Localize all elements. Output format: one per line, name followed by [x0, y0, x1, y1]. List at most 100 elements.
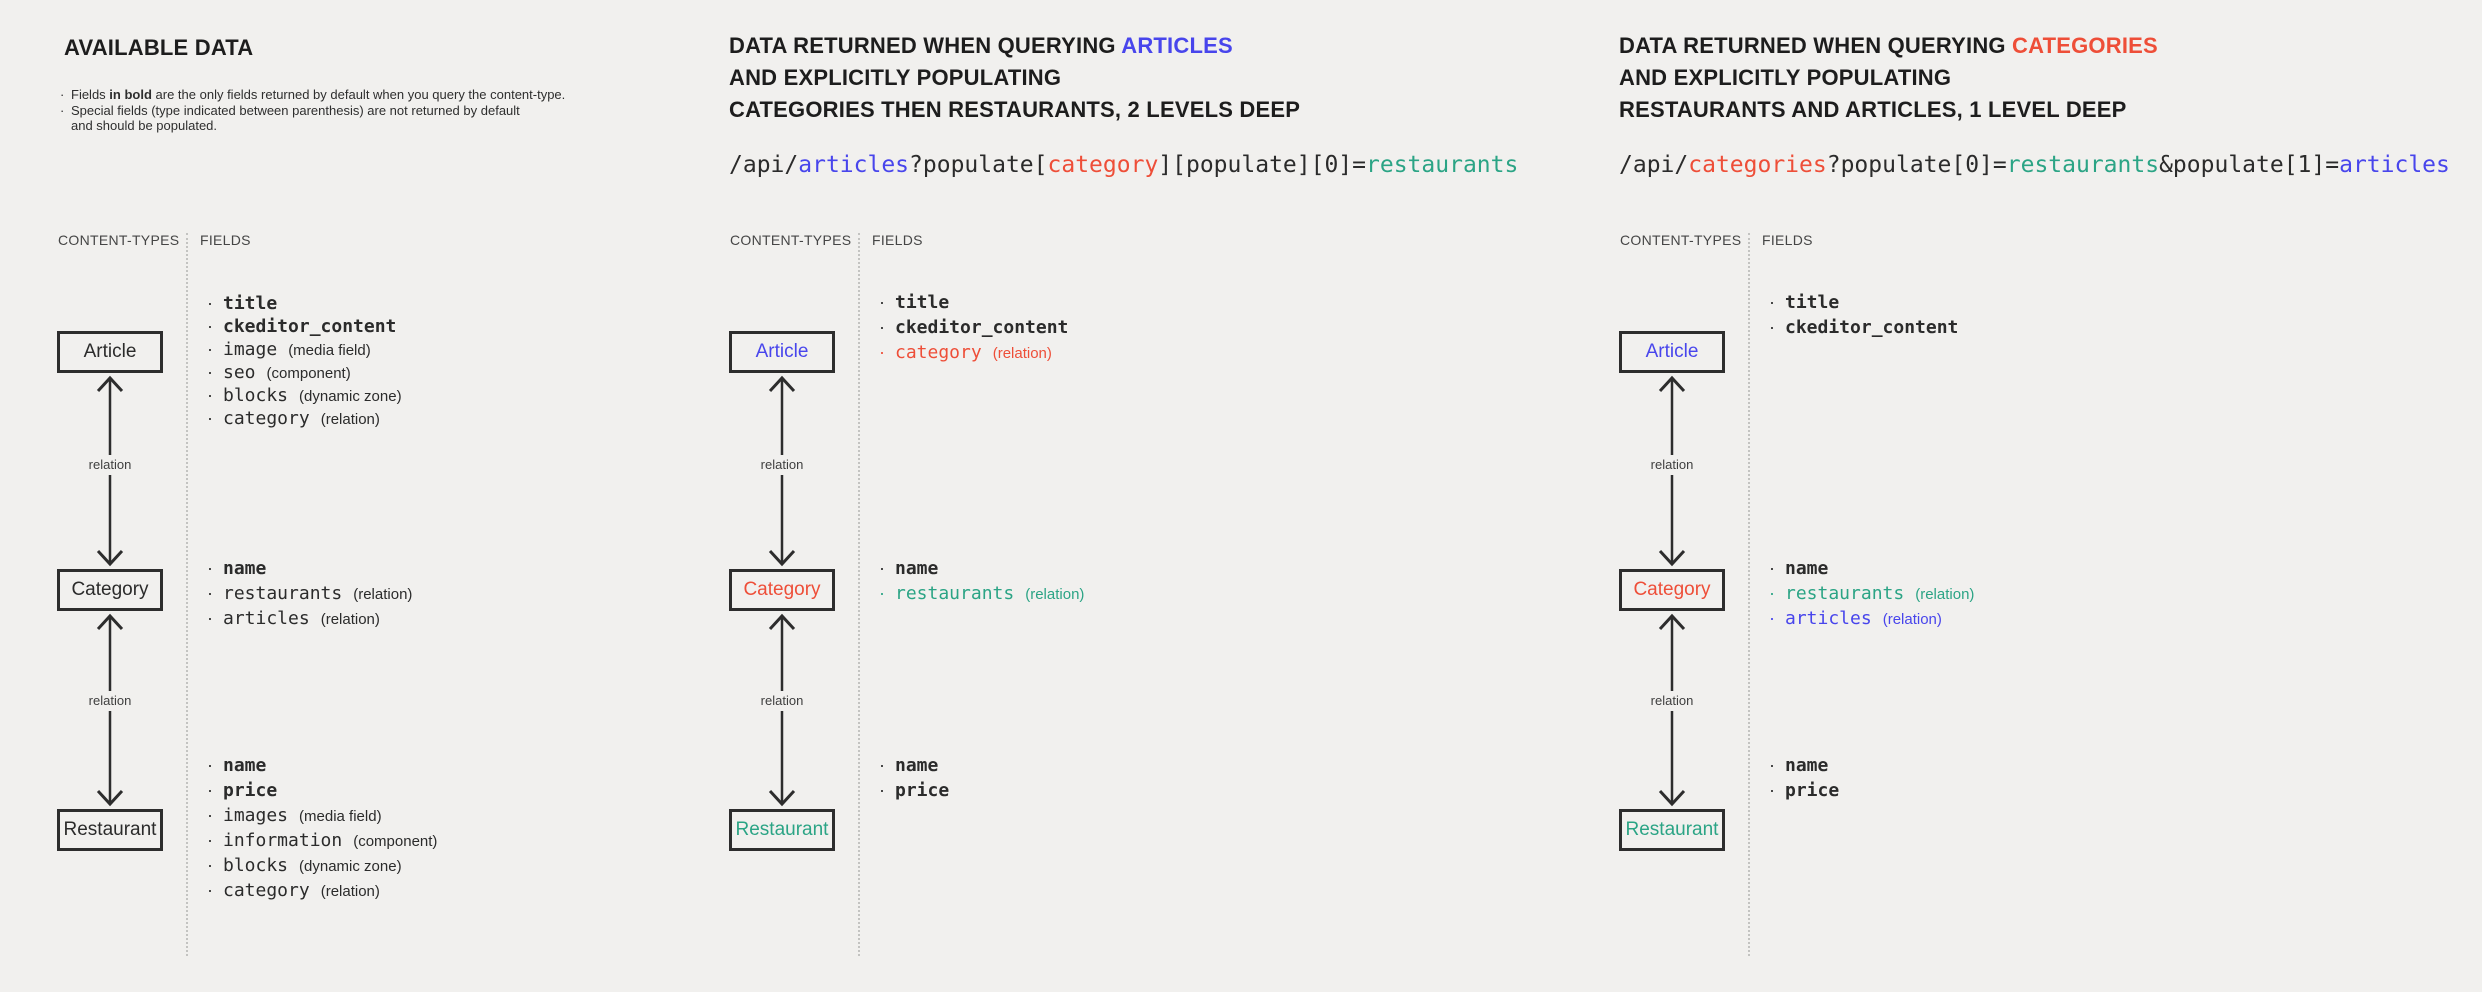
relation-label: relation	[755, 455, 809, 475]
panel-available-data: AVAILABLE DATA Fields in bold are the on…	[0, 0, 920, 992]
note-text: Special fields (type indicated between p…	[71, 103, 520, 134]
field-name: name	[223, 755, 267, 776]
code-segment: /api/	[729, 152, 799, 178]
panel-title: AVAILABLE DATA	[64, 32, 253, 64]
field-name: information	[223, 830, 343, 851]
code-segment: articles	[798, 152, 910, 178]
note-text-part: and should be populated.	[71, 118, 218, 133]
panel-title-line: DATA RETURNED WHEN QUERYING CATEGORIES	[1619, 30, 2158, 62]
field-row: name	[879, 753, 949, 778]
field-row: image(media field)	[207, 338, 402, 361]
bullet-icon	[207, 828, 223, 853]
bullet-icon	[207, 556, 223, 581]
api-query-code: /api/articles?populate[category][populat…	[729, 152, 1518, 178]
code-segment: ?populate[0]=	[1826, 152, 2007, 178]
field-row: title	[879, 290, 1068, 315]
bullet-icon	[1769, 778, 1785, 803]
panel-title: DATA RETURNED WHEN QUERYING ARTICLES AND…	[729, 30, 1300, 126]
bullet-icon	[879, 315, 895, 340]
field-name: price	[895, 780, 950, 801]
field-name: name	[1785, 558, 1829, 579]
code-segment: restaurants	[2006, 152, 2160, 178]
field-row: information (component)	[207, 828, 437, 853]
field-row: name	[1769, 753, 1839, 778]
relation-label: relation	[1645, 455, 1699, 475]
category-fields-list: name restaurants(relation)	[879, 556, 1084, 606]
field-name: ckeditor_content	[223, 316, 397, 337]
field-name: images	[223, 805, 289, 826]
api-query-code: /api/categories?populate[0]=restaurants&…	[1619, 152, 2450, 178]
field-row: seo(component)	[207, 361, 402, 384]
content-type-label: Category	[1633, 579, 1711, 600]
content-type-label: Category	[71, 579, 149, 600]
fields-column-header: FIELDS	[1762, 232, 1813, 248]
note-text-part: Special fields (type indicated between p…	[71, 102, 520, 118]
field-name: seo	[223, 362, 256, 383]
code-segment: articles	[2339, 152, 2450, 178]
bullet-icon	[60, 103, 71, 134]
field-row: ckeditor_content	[879, 315, 1068, 340]
field-row: price	[1769, 778, 1839, 803]
category-fields-list: name restaurants(relation) articles(rela…	[207, 556, 412, 631]
relation-label: relation	[83, 691, 137, 711]
note-item: Special fields (type indicated between p…	[60, 103, 565, 134]
field-name: name	[895, 558, 939, 579]
field-name: category	[895, 342, 982, 363]
content-type-box-article: Article	[729, 331, 835, 373]
bullet-icon	[60, 87, 71, 103]
content-type-box-article: Article	[1619, 331, 1725, 373]
field-name: ckeditor_content	[895, 317, 1069, 338]
bullet-icon	[207, 407, 223, 430]
field-name: restaurants	[1785, 583, 1905, 604]
field-type: (media field)	[288, 342, 371, 359]
panel-title: DATA RETURNED WHEN QUERYING CATEGORIES A…	[1619, 30, 2158, 126]
bullet-icon	[207, 778, 223, 803]
code-segment: category	[1047, 152, 1159, 178]
bullet-icon	[1769, 581, 1785, 606]
field-row: ckeditor_content	[1769, 315, 1958, 340]
bullet-icon	[1769, 556, 1785, 581]
article-fields-list: title ckeditor_content category(relation…	[879, 290, 1068, 365]
code-segment: ][populate][0]=	[1158, 152, 1367, 178]
column-divider	[186, 233, 188, 956]
bullet-icon	[879, 290, 895, 315]
field-row: blocks(dynamic zone)	[207, 853, 437, 878]
field-type: (dynamic zone)	[299, 858, 402, 875]
field-row: name	[879, 556, 1084, 581]
panel-title-text: DATA RETURNED WHEN QUERYING	[729, 33, 1122, 58]
field-name: category	[223, 880, 310, 901]
field-name: restaurants	[223, 583, 343, 604]
bullet-icon	[1769, 315, 1785, 340]
field-name: articles	[1785, 608, 1872, 629]
field-type: (relation)	[320, 611, 380, 628]
content-type-box-category: Category	[57, 569, 163, 611]
content-type-label: Category	[743, 579, 821, 600]
field-row: blocks(dynamic zone)	[207, 384, 402, 407]
content-types-column-header: CONTENT-TYPES	[1620, 232, 1742, 248]
panel-title-text: DATA RETURNED WHEN QUERYING	[1619, 33, 2013, 58]
content-type-box-restaurant: Restaurant	[729, 809, 835, 851]
field-row: articles(relation)	[207, 606, 412, 631]
panel-title-highlight: ARTICLES	[1121, 33, 1233, 58]
content-type-label: Restaurant	[63, 819, 157, 840]
article-fields-list: title ckeditor_content	[1769, 290, 1958, 340]
bullet-icon	[207, 315, 223, 338]
code-segment: restaurants	[1366, 152, 1519, 178]
bullet-icon	[879, 778, 895, 803]
notes: Fields in bold are the only fields retur…	[60, 87, 565, 134]
field-row: category(relation)	[207, 878, 437, 903]
field-row: restaurants(relation)	[1769, 581, 1974, 606]
field-type: (relation)	[1882, 611, 1942, 628]
panel-title-line: AND EXPLICITLY POPULATING	[1619, 65, 1952, 90]
field-type: (component)	[353, 833, 438, 850]
note-text-part: Fields	[71, 87, 110, 102]
content-type-label: Article	[755, 341, 809, 362]
field-row: articles (relation)	[1769, 606, 1974, 631]
panel-title-line: AVAILABLE DATA	[64, 35, 254, 60]
field-name: title	[1785, 292, 1840, 313]
restaurant-fields-list: name price	[879, 753, 949, 803]
field-row: name	[207, 753, 437, 778]
field-name: price	[1785, 780, 1840, 801]
article-fields-list: title ckeditor_content image(media field…	[207, 292, 402, 430]
